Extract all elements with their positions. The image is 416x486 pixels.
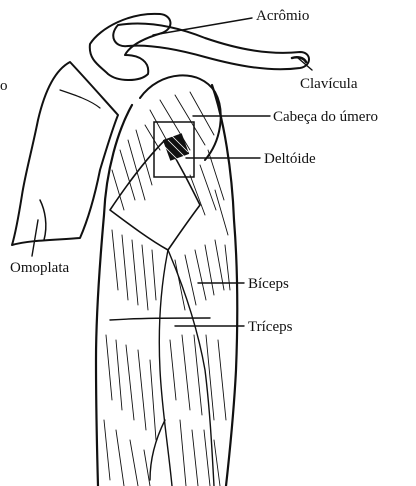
label-triceps: Tríceps [248, 319, 293, 335]
label-cabeca-do-umero: Cabeça do úmero [273, 109, 378, 125]
scapula-outline [12, 62, 118, 245]
label-deltoide: Deltóide [264, 151, 316, 167]
label-omoplata: Omoplata [10, 260, 69, 276]
clavicle [113, 23, 309, 69]
label-biceps: Bíceps [248, 276, 289, 292]
deltoid-outline [110, 140, 200, 250]
label-cut-off-left: o [0, 78, 8, 94]
label-clavicula: Clavícula [300, 76, 358, 92]
muscle-division-lines [110, 250, 214, 486]
label-acromio: Acrômio [256, 8, 309, 24]
